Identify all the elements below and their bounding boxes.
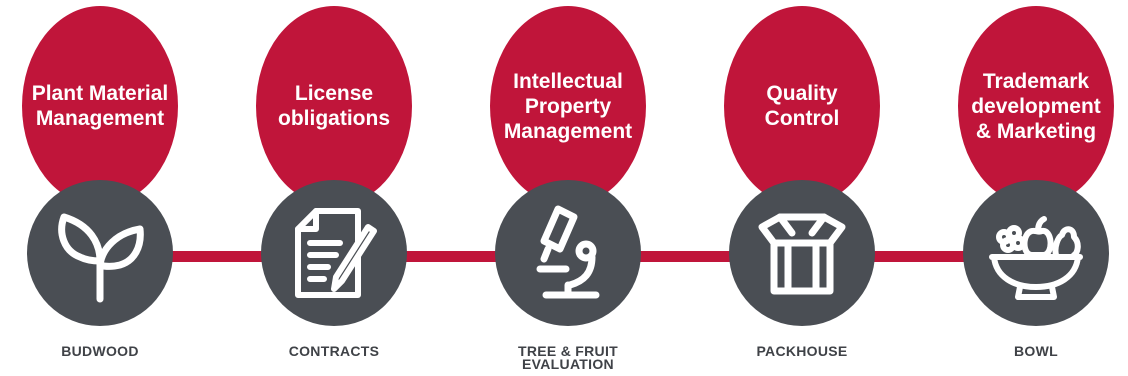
stage-label: BUDWOOD xyxy=(61,343,139,359)
stage-title-circle: Trademark development & Marketing xyxy=(958,6,1114,206)
seedling-icon xyxy=(58,213,144,303)
fruit-bowl-icon xyxy=(989,216,1083,300)
stage-title: License obligations xyxy=(278,82,390,130)
stage-budwood: Plant Material Management BUDWOOD xyxy=(10,0,190,376)
stage-title-circle: License obligations xyxy=(256,6,412,206)
stage-label: PACKHOUSE xyxy=(756,343,848,359)
contract-pen-icon xyxy=(295,208,377,298)
stage-label: TREE & FRUIT EVALUATION xyxy=(517,343,619,372)
stage-label: BOWL xyxy=(1014,343,1058,359)
box-icon xyxy=(758,213,846,295)
stage-tree-fruit-evaluation: Intellectual Property Management TREE & … xyxy=(478,0,658,376)
stage-title-circle: Intellectual Property Management xyxy=(490,6,646,206)
stage-icon-circle xyxy=(963,180,1109,326)
stage-title: Quality Control xyxy=(764,82,840,130)
microscope-icon xyxy=(536,205,600,299)
stage-title: Intellectual Property Management xyxy=(503,69,633,143)
stage-title: Plant Material Management xyxy=(31,82,169,130)
stage-icon-circle xyxy=(27,180,173,326)
stage-label: CONTRACTS xyxy=(288,343,380,359)
stage-packhouse: Quality Control PACKHOUSE xyxy=(712,0,892,376)
stage-contracts: License obligations CONTRACTS xyxy=(244,0,424,376)
stage-icon-circle xyxy=(495,180,641,326)
stage-title: Trademark development & Marketing xyxy=(971,69,1101,143)
stage-bowl: Trademark development & Marketing BOWL xyxy=(946,0,1126,376)
stage-icon-circle xyxy=(261,180,407,326)
stage-title-circle: Plant Material Management xyxy=(22,6,178,206)
stage-icon-circle xyxy=(729,180,875,326)
stage-title-circle: Quality Control xyxy=(724,6,880,206)
